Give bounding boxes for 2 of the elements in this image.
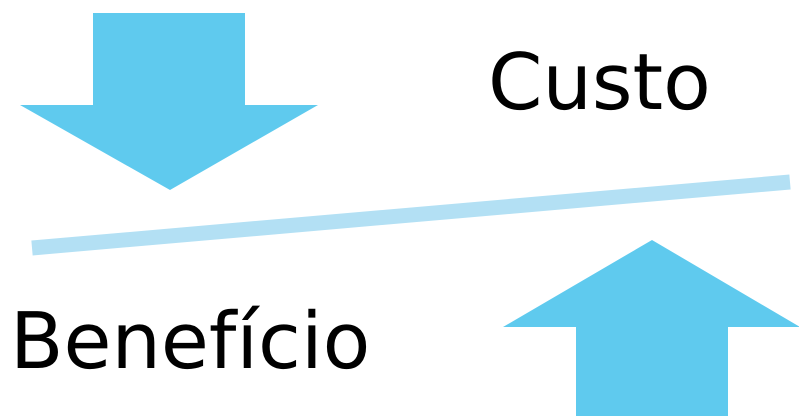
word-label: Benefício [10,303,370,381]
word-label: Custo [488,44,711,122]
